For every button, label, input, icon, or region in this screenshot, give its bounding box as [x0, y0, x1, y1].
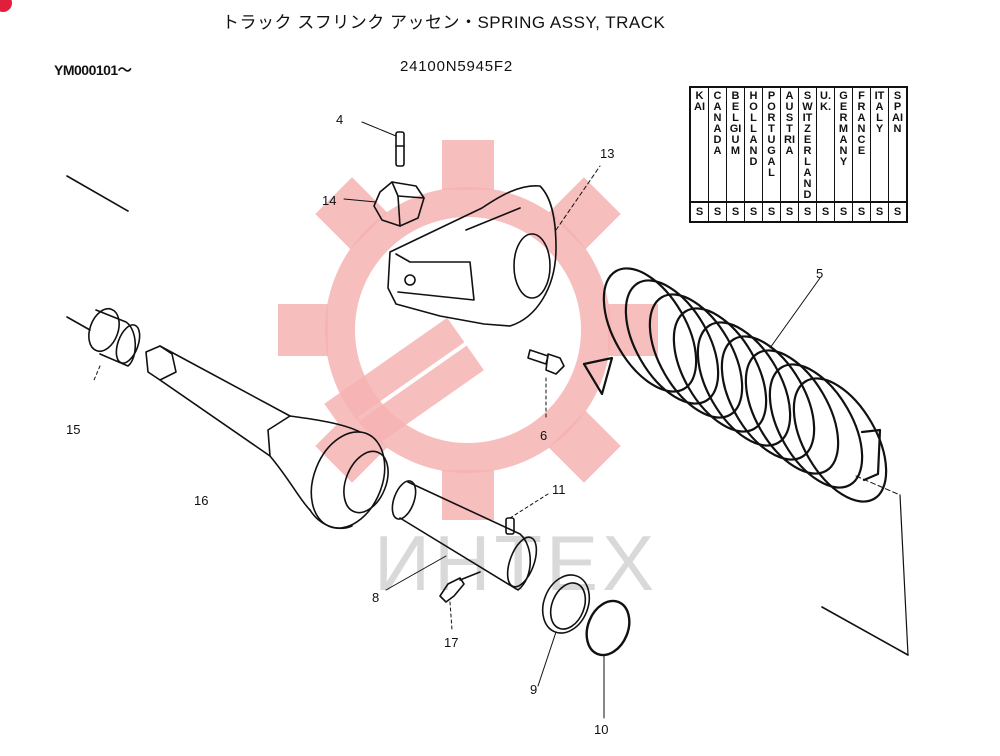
country-cell: PORTUGAL: [762, 87, 781, 202]
callout-17: 17: [444, 635, 458, 650]
seal-part-9: [537, 574, 591, 687]
callout-10: 10: [594, 722, 608, 737]
code-cell: S: [708, 201, 727, 222]
bushing-part-15: [88, 307, 141, 381]
nut-part-14: [343, 181, 425, 227]
callout-13: 13: [600, 146, 614, 161]
callout-9: 9: [530, 682, 537, 697]
fitting-part-11: [505, 493, 549, 535]
reference-line: [821, 606, 909, 656]
country-cell: AUSTRIA: [780, 87, 799, 202]
code-cell: S: [870, 201, 889, 222]
rod-part-16: [145, 345, 389, 530]
country-cell: ITALY: [870, 87, 889, 202]
country-header-row: KAI CANADA BELGIUM HOLLAND PORTUGAL AUST…: [689, 87, 908, 202]
code-cell: S: [888, 201, 908, 222]
country-cell: SWITZERLAND: [798, 87, 817, 202]
corner-marker: [0, 0, 12, 12]
country-cell: KAI: [689, 87, 709, 202]
country-cell: BELGIUM: [726, 87, 745, 202]
country-cell: FRANCE: [852, 87, 871, 202]
country-cell: SPAIN: [888, 87, 908, 202]
code-cell: S: [798, 201, 817, 222]
country-cell: U.K.: [816, 87, 835, 202]
serial-range: YM000101〜: [54, 62, 132, 78]
callout-11: 11: [552, 482, 566, 497]
code-cell: S: [726, 201, 745, 222]
code-cell: S: [762, 201, 781, 222]
cylinder-part-8: [385, 480, 538, 591]
code-cell: S: [744, 201, 763, 222]
country-cell: HOLLAND: [744, 87, 763, 202]
country-applicability-table: KAI CANADA BELGIUM HOLLAND PORTUGAL AUST…: [689, 86, 908, 223]
callout-6: 6: [540, 428, 547, 443]
bracket-part-13: [387, 165, 601, 327]
pin-part-4: [361, 121, 405, 167]
code-cell: S: [852, 201, 871, 222]
callout-4: 4: [336, 112, 343, 127]
spring-part-5: [582, 267, 901, 503]
callout-5: 5: [816, 266, 823, 281]
bolt-part-6: [527, 349, 565, 421]
callout-15: 15: [66, 422, 80, 437]
code-row: S S S S S S S S S S S S: [689, 201, 908, 222]
diagram-title: トラック スフリンク アッセン・SPRING ASSY, TRACK: [222, 13, 666, 32]
code-cell: S: [689, 201, 709, 222]
callout-8: 8: [372, 590, 379, 605]
country-cell: CANADA: [708, 87, 727, 202]
callout-16: 16: [194, 493, 208, 508]
callout-14: 14: [322, 193, 336, 208]
assembly-part-number: 24100N5945F2: [400, 58, 514, 75]
code-cell: S: [816, 201, 835, 222]
ring-part-10: [585, 599, 631, 719]
nipple-part-17: [439, 571, 481, 631]
code-cell: S: [780, 201, 799, 222]
country-cell: GERMANY: [834, 87, 853, 202]
code-cell: S: [834, 201, 853, 222]
